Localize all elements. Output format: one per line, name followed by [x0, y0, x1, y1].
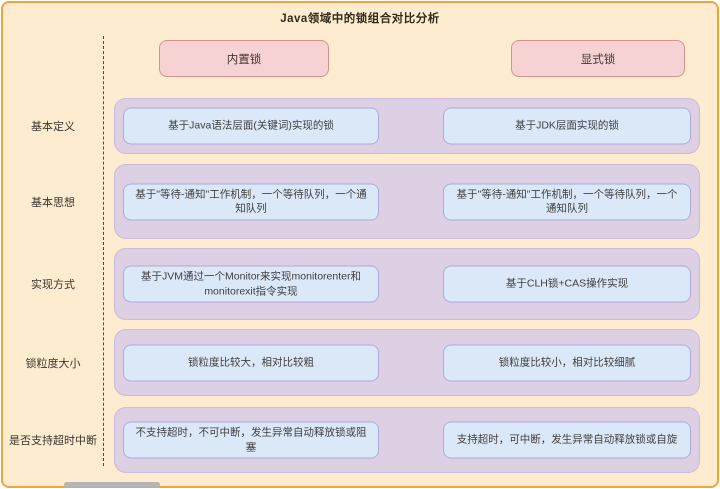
cell-builtin-lock: 锁粒度比较大，相对比较粗: [123, 344, 379, 381]
cell-builtin-lock: 不支持超时，不可中断，发生异常自动释放锁或阻塞: [123, 421, 379, 459]
cell-explicit-lock: 基于CLH锁+CAS操作实现: [443, 265, 691, 303]
cell-explicit-lock: 基于"等待-通知"工作机制，一个等待队列，一个通知队列: [443, 183, 691, 220]
row-label: 基本思想: [31, 196, 75, 209]
row-container: 锁粒度比较大，相对比较粗 锁粒度比较小，相对比较细腻: [114, 329, 700, 396]
row-container: 基于"等待-通知"工作机制，一个等待队列，一个通知队列 基于"等待-通知"工作机…: [114, 164, 700, 239]
row-container: 基于JVM通过一个Monitor来实现monitorenter和monitore…: [114, 248, 700, 320]
column-header-label: 显式锁: [580, 53, 616, 66]
label-column-dashed-divider: [103, 36, 104, 466]
row-label: 是否支持超时中断: [9, 435, 97, 447]
cell-builtin-lock: 基于"等待-通知"工作机制，一个等待队列，一个通知队列: [123, 183, 379, 220]
row-container: 不支持超时，不可中断，发生异常自动释放锁或阻塞 支持超时，可中断，发生异常自动释…: [114, 407, 700, 473]
row-container: 基于Java语法层面(关键词)实现的锁 基于JDK层面实现的锁: [114, 98, 700, 154]
column-header-label: 内置锁: [226, 53, 262, 66]
cell-builtin-lock: 基于JVM通过一个Monitor来实现monitorenter和monitore…: [123, 265, 379, 303]
comparison-row-basic-idea: 基本思想 基于"等待-通知"工作机制，一个等待队列，一个通知队列 基于"等待-通…: [3, 164, 720, 239]
row-label: 实现方式: [31, 279, 75, 291]
column-header-explicit-lock: 显式锁: [511, 40, 685, 77]
row-label: 基本定义: [31, 121, 75, 133]
cell-explicit-lock: 基于JDK层面实现的锁: [443, 107, 691, 145]
cell-builtin-lock: 基于Java语法层面(关键词)实现的锁: [123, 107, 379, 145]
cell-explicit-lock: 锁粒度比较小，相对比较细腻: [443, 344, 691, 381]
comparison-row-lock-granularity: 锁粒度大小 锁粒度比较大，相对比较粗 锁粒度比较小，相对比较细腻: [3, 329, 720, 396]
comparison-row-basic-definition: 基本定义 基于Java语法层面(关键词)实现的锁 基于JDK层面实现的锁: [3, 98, 720, 154]
comparison-row-timeout-interrupt: 是否支持超时中断 不支持超时，不可中断，发生异常自动释放锁或阻塞 支持超时，可中…: [3, 407, 720, 473]
horizontal-scrollbar-thumb[interactable]: [64, 482, 160, 487]
cell-explicit-lock: 支持超时，可中断，发生异常自动释放锁或自旋: [443, 421, 691, 459]
column-header-builtin-lock: 内置锁: [159, 40, 329, 77]
diagram-title: Java领域中的锁组合对比分析: [280, 13, 440, 25]
comparison-row-implementation: 实现方式 基于JVM通过一个Monitor来实现monitorenter和mon…: [3, 248, 720, 320]
row-label: 锁粒度大小: [25, 357, 81, 370]
